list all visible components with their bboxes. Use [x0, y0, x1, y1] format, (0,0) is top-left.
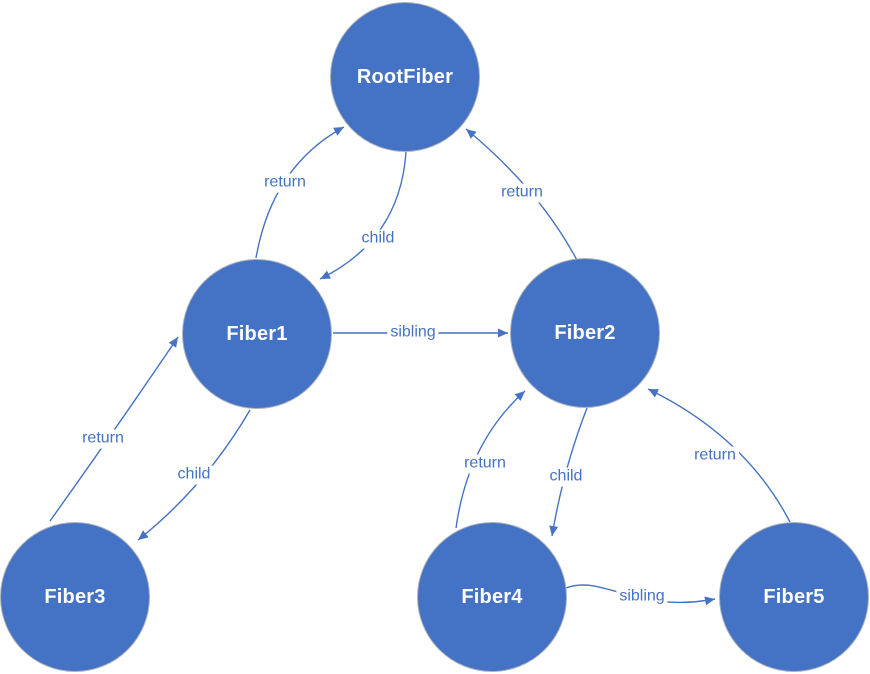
edge-return-fiber3-fiber1	[49, 336, 179, 522]
edge-label-child-rootfiber-fiber1: child	[358, 229, 398, 249]
edge-label-sibling-fiber1-fiber2: sibling	[387, 323, 439, 343]
node-fiber2: Fiber2	[510, 258, 660, 408]
node-label: RootFiber	[356, 65, 454, 88]
node-label: Fiber2	[554, 321, 616, 344]
node-fiber5: Fiber5	[719, 522, 869, 672]
node-label: Fiber4	[461, 585, 523, 608]
edge-label-return-fiber1-rootfiber: return	[261, 173, 309, 193]
node-fiber1: Fiber1	[182, 259, 332, 409]
edge-return-fiber4-fiber2	[455, 390, 526, 529]
node-label: Fiber5	[763, 585, 825, 608]
edge-label-return-fiber4-fiber2: return	[461, 454, 509, 474]
edge-label-child-fiber2-fiber4: child	[546, 467, 586, 487]
node-rootfiber: RootFiber	[330, 2, 480, 152]
node-fiber4: Fiber4	[417, 522, 567, 672]
node-label: Fiber3	[44, 585, 106, 608]
edge-label-return-fiber3-fiber1: return	[79, 429, 127, 449]
node-fiber3: Fiber3	[0, 522, 150, 672]
edge-return-fiber5-fiber2	[647, 388, 791, 523]
edge-label-child-fiber1-fiber3: child	[174, 465, 214, 485]
edge-label-return-fiber2-rootfiber: return	[498, 183, 546, 203]
edge-child-rootfiber-fiber1	[319, 151, 407, 280]
edge-label-return-fiber5-fiber2: return	[691, 446, 739, 466]
node-label: Fiber1	[226, 322, 288, 345]
edge-return-fiber1-rootfiber	[255, 126, 345, 259]
edge-label-sibling-fiber4-fiber5: sibling	[616, 587, 668, 607]
